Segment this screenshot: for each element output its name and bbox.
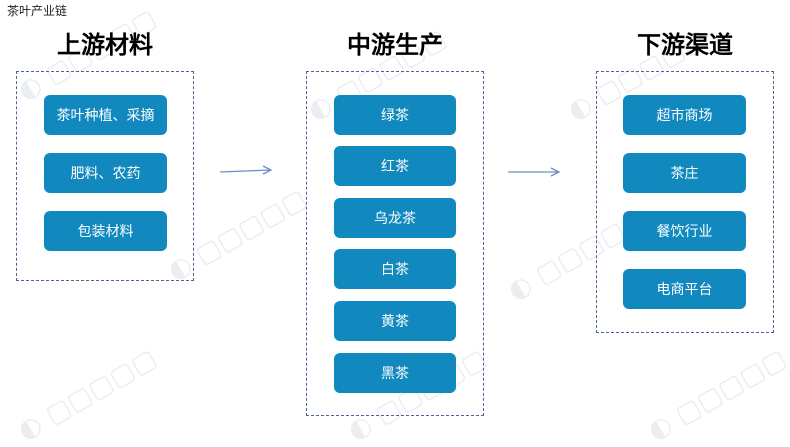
upstream-title: 上游材料 (57, 31, 153, 59)
watermark: ◐ ▢▢▢▢▢ (12, 343, 162, 447)
midstream-node: 黑茶 (334, 353, 456, 393)
midstream-node: 乌龙茶 (334, 198, 456, 238)
upstream-node: 包装材料 (44, 211, 167, 251)
midstream-node: 绿茶 (334, 95, 456, 135)
diagram-caption: 茶叶产业链 (7, 4, 68, 18)
midstream-node: 红茶 (334, 146, 456, 186)
midstream-group (306, 71, 484, 416)
downstream-node: 电商平台 (623, 269, 746, 309)
upstream-group (16, 71, 194, 281)
downstream-node: 茶庄 (623, 153, 746, 193)
upstream-node: 茶叶种植、采摘 (44, 95, 167, 135)
downstream-group (596, 71, 774, 333)
midstream-node: 黄茶 (334, 301, 456, 341)
downstream-node: 餐饮行业 (623, 211, 746, 251)
downstream-node: 超市商场 (623, 95, 746, 135)
flow-arrow-upstream-to-midstream (219, 165, 273, 175)
downstream-title: 下游渠道 (637, 31, 733, 59)
watermark: ◐ ▢▢▢▢▢ (642, 343, 790, 447)
flow-arrow-midstream-to-downstream (508, 167, 561, 177)
upstream-node: 肥料、农药 (44, 153, 167, 193)
midstream-node: 白茶 (334, 249, 456, 289)
midstream-title: 中游生产 (347, 31, 443, 59)
